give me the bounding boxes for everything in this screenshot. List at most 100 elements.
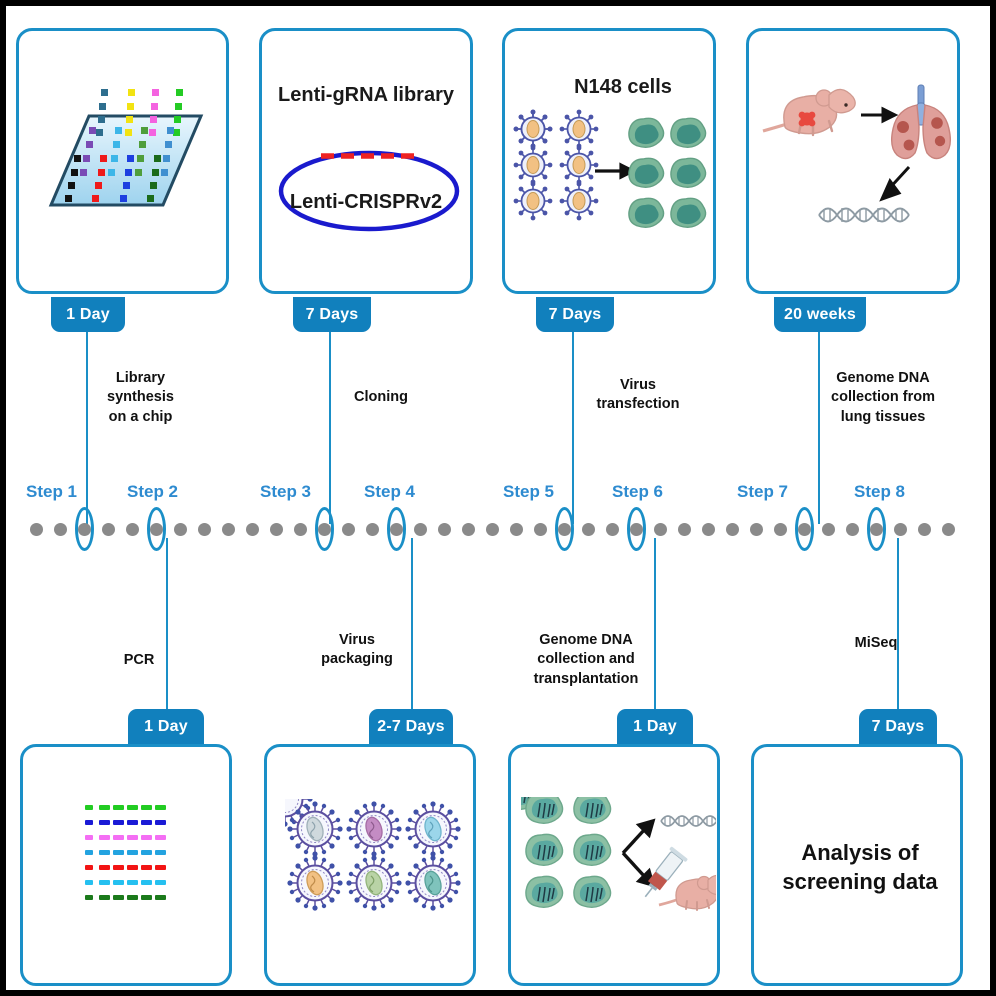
timeline-dot — [29, 522, 43, 536]
timeline-dot — [173, 522, 187, 536]
gel-band-segment — [141, 835, 152, 840]
timeline-step-marker-1 — [74, 507, 94, 551]
duration-label: 1 Day — [66, 305, 110, 323]
gel-band-segment — [85, 895, 93, 900]
timeline-dot — [773, 522, 787, 536]
timeline-dot — [461, 522, 475, 536]
timeline-dot — [365, 522, 379, 536]
timeline-step-marker-4 — [386, 507, 406, 551]
timeline-dot — [341, 522, 355, 536]
duration-label: 7 Days — [548, 305, 602, 323]
connector-step2 — [166, 538, 168, 719]
gel-band-segment — [85, 835, 93, 840]
connector-step8 — [897, 538, 899, 719]
panel-title-n148-cells: N148 cells — [574, 76, 672, 98]
gel-band-segment — [155, 880, 166, 885]
caption-pcr: PCR — [123, 652, 155, 668]
timeline-dot — [245, 522, 259, 536]
timeline-step-marker-3 — [314, 507, 334, 551]
duration-tab-step7: 20 weeks — [774, 297, 866, 332]
timeline-dot — [221, 522, 235, 536]
step-label-2: Step 2 — [127, 482, 179, 501]
caption-step2: Library synthesis on a chip — [107, 370, 174, 425]
timeline-dot — [941, 522, 955, 536]
dna-microarray-chip-icon — [48, 89, 204, 207]
timeline-step-marker-2 — [146, 507, 166, 551]
gel-band-segment — [155, 820, 166, 825]
lentivirus-particles-icon — [285, 799, 462, 911]
timeline-dot — [701, 522, 715, 536]
cells-dna-mouse-injection-icon — [521, 797, 716, 911]
panel-in-vivo-lung — [746, 28, 960, 294]
timeline-dot — [413, 522, 427, 536]
gel-band-segment — [127, 805, 138, 810]
caption-step8: Genome DNA collection from lung tissues — [831, 370, 935, 425]
panel-title-lenti-grna-library: Lenti-gRNA library — [278, 84, 454, 106]
plasmid-vector-icon — [278, 150, 460, 232]
timeline-dot — [293, 522, 307, 536]
gel-band-segment — [113, 805, 124, 810]
gel-band-segment — [113, 835, 124, 840]
timeline-dot — [725, 522, 739, 536]
step-label-7: Step 7 — [737, 482, 789, 501]
timeline-dot — [485, 522, 499, 536]
timeline-step-marker-5 — [554, 507, 574, 551]
duration-tab-step6: 1 Day — [617, 709, 693, 744]
gel-band-segment — [99, 820, 110, 825]
timeline-dot — [125, 522, 139, 536]
caption-step4: Cloning — [354, 389, 408, 405]
timeline-dot — [893, 522, 907, 536]
gel-band-segment — [85, 820, 93, 825]
step-label-8: Step 8 — [854, 482, 906, 501]
gel-band-segment — [127, 880, 138, 885]
gel-band-row — [85, 835, 167, 840]
gel-band-row — [85, 805, 167, 810]
gel-band-segment — [127, 835, 138, 840]
connector-step7 — [818, 332, 820, 524]
panel-virus-packaging — [264, 744, 476, 986]
gel-band-segment — [155, 895, 166, 900]
gel-band-row — [85, 820, 167, 825]
timeline-dot — [677, 522, 691, 536]
panel-virus-transfection: N148 cells — [502, 28, 716, 294]
timeline-dot — [53, 522, 67, 536]
caption-step6: Virus transfection — [596, 377, 680, 413]
timeline-dot — [533, 522, 547, 536]
gel-band-segment — [127, 820, 138, 825]
gel-band-segment — [85, 865, 93, 870]
gel-band-segment — [113, 895, 124, 900]
timeline-dot — [821, 522, 835, 536]
connector-step1 — [86, 332, 88, 524]
connector-step5 — [572, 332, 574, 524]
gel-band-segment — [99, 850, 110, 855]
connector-step6 — [654, 538, 656, 719]
gel-band-row — [85, 880, 167, 885]
timeline-dot — [437, 522, 451, 536]
gel-band-segment — [141, 880, 152, 885]
gel-band-segment — [141, 820, 152, 825]
gel-band-segment — [113, 820, 124, 825]
timeline-dot — [509, 522, 523, 536]
panel-library-synthesis — [16, 28, 229, 294]
timeline-step-marker-6 — [626, 507, 646, 551]
gel-band-segment — [141, 895, 152, 900]
timeline-dot — [917, 522, 931, 536]
pcr-gel-bands-icon — [85, 805, 167, 909]
panel-analysis: Analysis of screening data — [751, 744, 963, 986]
timeline-dot — [197, 522, 211, 536]
panel-lenti-grna-library: Lenti-gRNA library Lenti-CRISPRv2 — [259, 28, 473, 294]
timeline-dot — [101, 522, 115, 536]
gel-band-segment — [141, 865, 152, 870]
step-label-1: Step 1 — [26, 482, 78, 501]
gel-band-segment — [99, 805, 110, 810]
step-label-6: Step 6 — [612, 482, 664, 501]
gel-band-row — [85, 865, 167, 870]
duration-label: 7 Days — [871, 717, 925, 735]
gel-band-segment — [155, 835, 166, 840]
duration-tab-step4: 2-7 Days — [369, 709, 453, 744]
duration-tab-step2: 1 Day — [128, 709, 204, 744]
duration-label: 1 Day — [144, 717, 188, 735]
caption-genome-dna-transplantation: Genome DNA collection and transplantatio… — [533, 632, 639, 687]
gel-band-segment — [155, 805, 166, 810]
